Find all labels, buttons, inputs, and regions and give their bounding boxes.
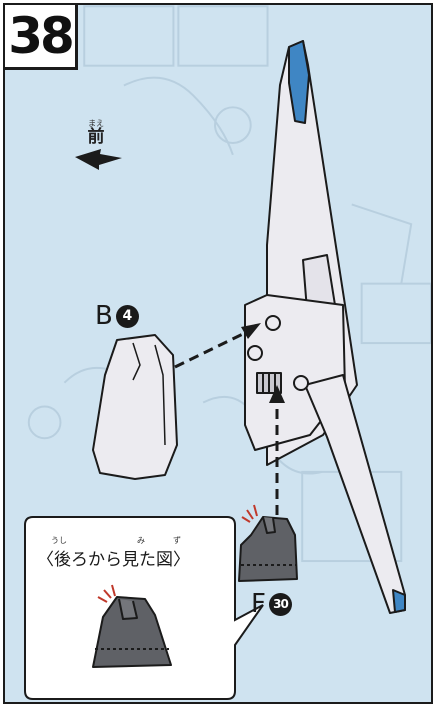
step-number-box: 38: [5, 5, 78, 70]
part-b4-shape: [92, 334, 178, 480]
callout-ruby-ushi: うし: [51, 536, 67, 545]
callout-title-text: 〈後ろから見た図〉: [37, 550, 190, 570]
arrow-head-b4: [241, 323, 261, 339]
part-f-number: 30: [268, 592, 292, 616]
assembly-illustration: [24, 40, 406, 700]
part-b-letter: B: [95, 301, 113, 331]
part-f-letter: F: [251, 589, 266, 619]
part-label-f30: F 30: [251, 589, 292, 619]
wing-blade-part: [244, 40, 406, 614]
attention-mark-callout: [97, 584, 116, 603]
assembly-arrows: [174, 330, 279, 515]
step-number: 38: [8, 7, 75, 65]
part-f30-shape: [238, 516, 298, 582]
front-ruby: まえ: [88, 119, 104, 128]
part-b-number: 4: [115, 304, 139, 328]
callout-ruby-zu: ず: [173, 536, 181, 545]
part-label-b4: B 4: [95, 301, 139, 331]
front-kanji: 前: [87, 127, 105, 147]
instruction-page: 38 まえ 前: [3, 3, 433, 704]
blue-tip: [288, 40, 310, 124]
front-direction-arrow-icon: [75, 149, 122, 170]
arrow-head-f30: [269, 385, 285, 403]
callout-ruby: うし み ず: [37, 535, 237, 545]
front-direction-label: まえ 前: [81, 119, 111, 146]
attention-mark-f30: [241, 504, 258, 523]
callout-title: うし み ず 〈後ろから見た図〉: [37, 535, 237, 570]
callout-part-rear-view: [92, 596, 172, 668]
blue-spar-tip: [392, 589, 406, 613]
callout-ruby-mi: み: [137, 536, 145, 545]
